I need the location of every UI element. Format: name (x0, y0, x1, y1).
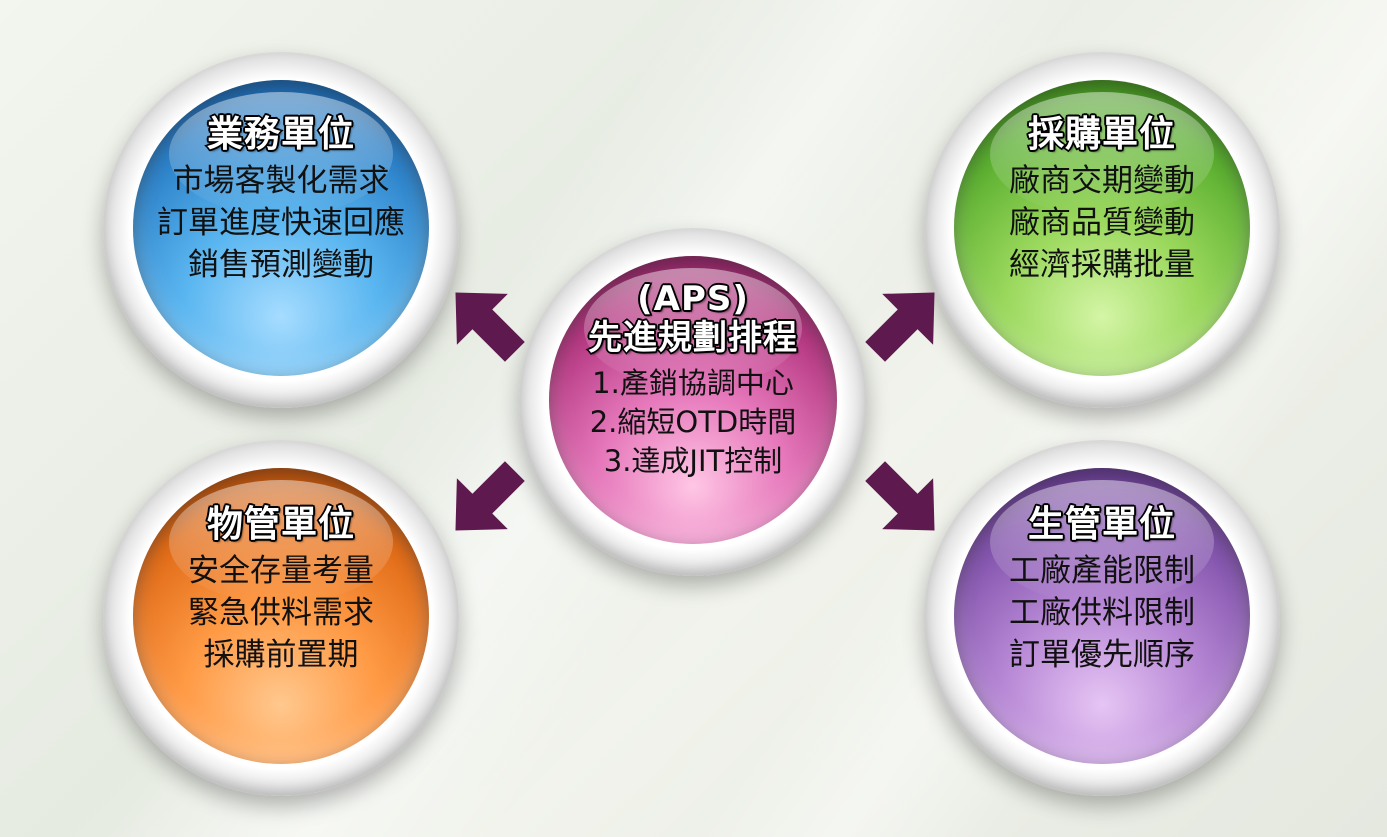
aps-item: 1.產銷協調中心 (592, 366, 794, 401)
production-item: 工廠產能限制 (1009, 553, 1195, 590)
production-node-inner (954, 468, 1250, 764)
sales-node-content: 業務單位 市場客製化需求 訂單進度快速回應 銷售預測變動 (103, 52, 459, 408)
sales-title: 業務單位 (205, 112, 355, 156)
aps-item: 2.縮短OTD時間 (589, 405, 797, 440)
aps-center-content: (APS) 先進規劃排程 1.產銷協調中心 2.縮短OTD時間 3.達成JIT控… (519, 228, 867, 576)
materials-item: 緊急供料需求 (188, 595, 374, 632)
aps-title-line1: (APS) (636, 278, 750, 320)
purchasing-item: 廠商品質變動 (1009, 205, 1195, 242)
purchasing-title: 採購單位 (1026, 112, 1176, 156)
production-item: 工廠供料限制 (1009, 595, 1195, 632)
purchasing-item: 經濟採購批量 (1009, 247, 1195, 284)
materials-node-inner (133, 468, 429, 764)
sales-node: 業務單位 市場客製化需求 訂單進度快速回應 銷售預測變動 (103, 52, 459, 408)
purchasing-node-content: 採購單位 廠商交期變動 廠商品質變動 經濟採購批量 (924, 52, 1280, 408)
production-node: 生管單位 工廠產能限制 工廠供料限制 訂單優先順序 (924, 440, 1280, 796)
materials-node: 物管單位 安全存量考量 緊急供料需求 採購前置期 (103, 440, 459, 796)
aps-item: 3.達成JIT控制 (603, 444, 783, 479)
materials-node-content: 物管單位 安全存量考量 緊急供料需求 採購前置期 (103, 440, 459, 796)
materials-item: 採購前置期 (203, 637, 359, 674)
sales-node-inner (133, 80, 429, 376)
sales-item: 銷售預測變動 (188, 247, 374, 284)
sales-item: 市場客製化需求 (172, 163, 390, 200)
production-node-content: 生管單位 工廠產能限制 工廠供料限制 訂單優先順序 (924, 440, 1280, 796)
purchasing-node-inner (954, 80, 1250, 376)
aps-center-node: (APS) 先進規劃排程 1.產銷協調中心 2.縮短OTD時間 3.達成JIT控… (519, 228, 867, 576)
production-item: 訂單優先順序 (1009, 637, 1195, 674)
materials-title: 物管單位 (205, 502, 355, 546)
purchasing-node: 採購單位 廠商交期變動 廠商品質變動 經濟採購批量 (924, 52, 1280, 408)
production-title: 生管單位 (1026, 502, 1176, 546)
aps-center-inner (549, 256, 837, 544)
sales-item: 訂單進度快速回應 (157, 205, 405, 242)
aps-title-line2: 先進規劃排程 (587, 317, 799, 359)
purchasing-item: 廠商交期變動 (1009, 163, 1195, 200)
materials-item: 安全存量考量 (188, 553, 374, 590)
